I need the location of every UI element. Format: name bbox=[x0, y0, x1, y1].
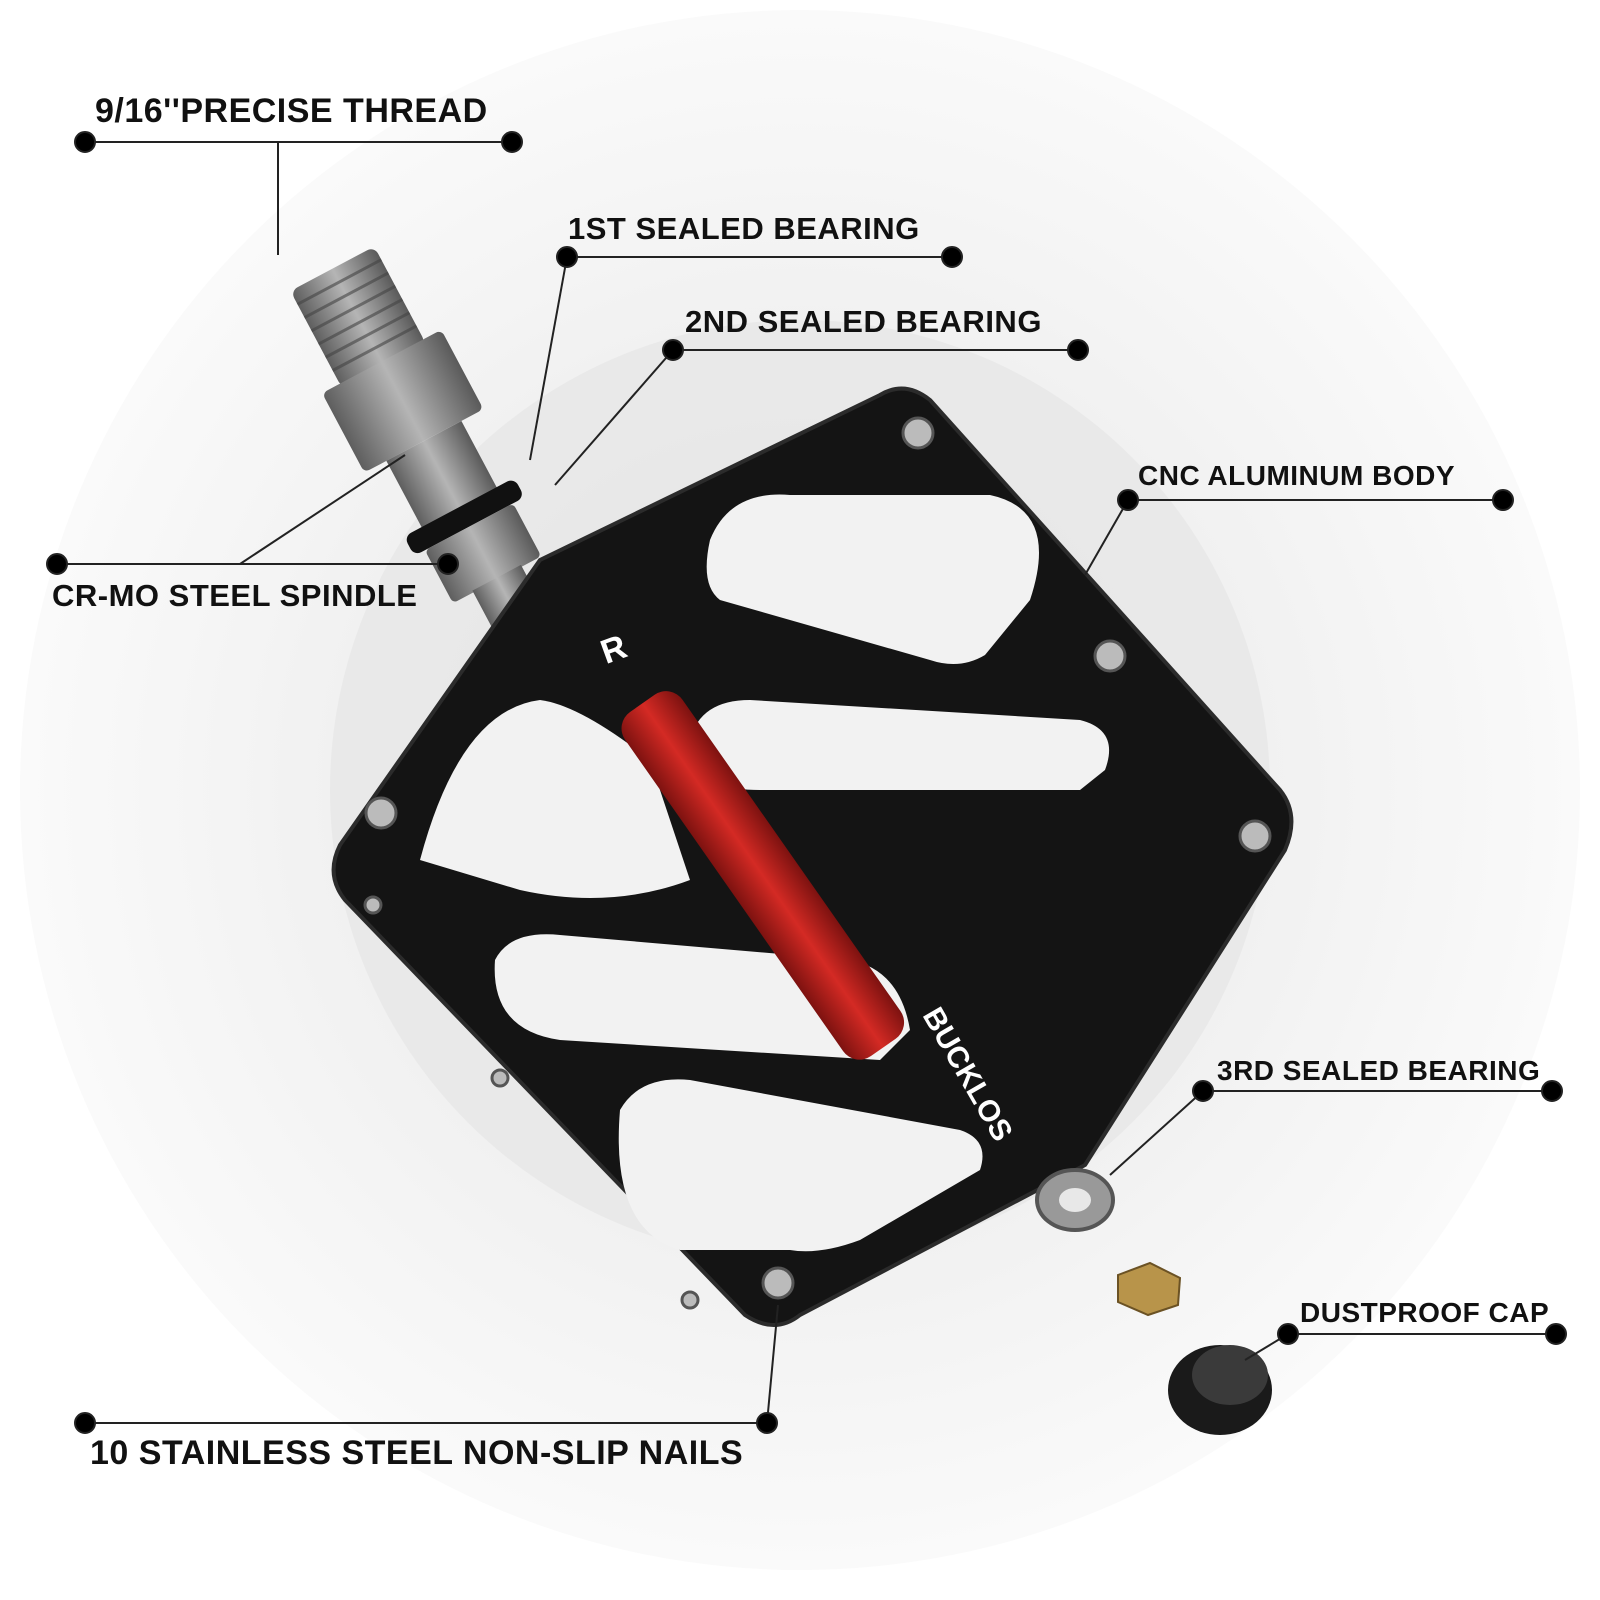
brass-nut bbox=[1117, 1261, 1182, 1317]
label-first-sealed-bearing: 1ST SEALED BEARING bbox=[568, 211, 920, 246]
label-non-slip-nails: 10 STAINLESS STEEL NON-SLIP NAILS bbox=[90, 1434, 744, 1472]
label-crmo-steel-spindle: CR-MO STEEL SPINDLE bbox=[52, 578, 418, 613]
label-cnc-aluminum-body: CNC ALUMINUM BODY bbox=[1138, 460, 1455, 491]
dustproof-cap bbox=[1168, 1345, 1272, 1435]
axle bbox=[621, 691, 905, 1060]
leader-lines bbox=[46, 131, 1567, 1434]
label-third-sealed-bearing: 3RD SEALED BEARING bbox=[1217, 1055, 1541, 1086]
label-precise-thread: 9/16''PRECISE THREAD bbox=[95, 92, 488, 130]
third-bearing bbox=[1035, 1168, 1115, 1232]
label-dustproof-cap: DUSTPROOF CAP bbox=[1300, 1297, 1550, 1328]
pedal-body bbox=[331, 386, 1294, 1327]
non-slip-nails bbox=[363, 416, 1272, 1310]
label-second-sealed-bearing: 2ND SEALED BEARING bbox=[685, 304, 1042, 339]
